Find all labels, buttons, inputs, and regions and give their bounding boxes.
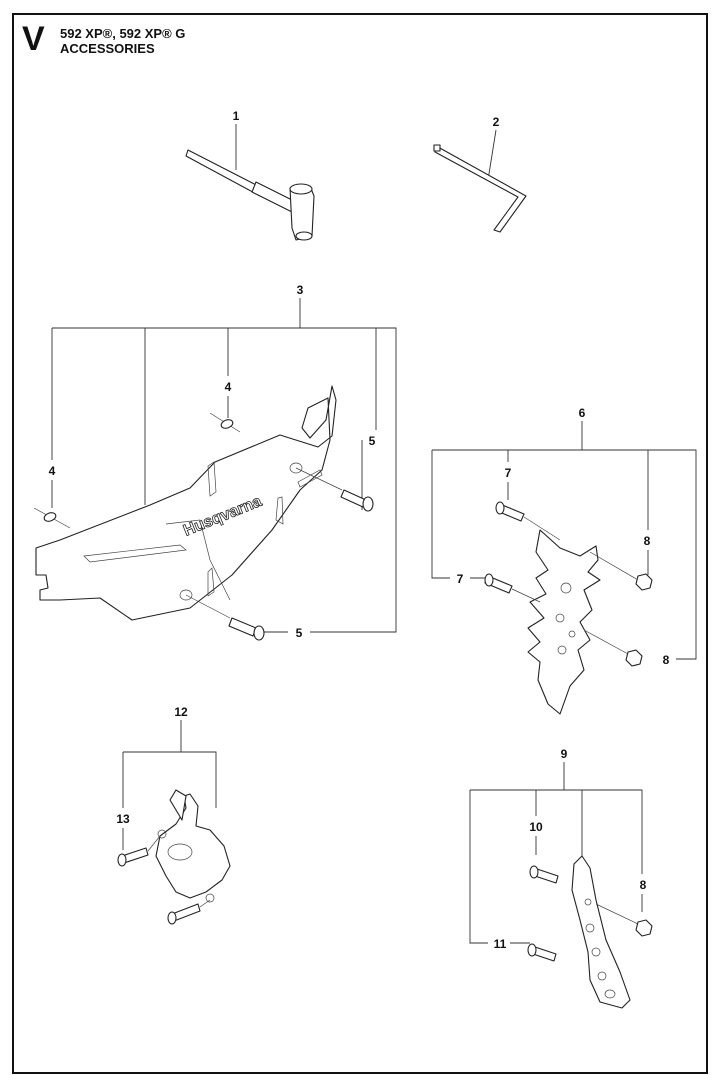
callout-4-upper: 4	[225, 380, 232, 394]
callout-1: 1	[233, 109, 240, 123]
part-13-screw-lower[interactable]	[167, 899, 211, 925]
part-5-screw-upper[interactable]	[295, 467, 374, 512]
model-line: 592 XP®, 592 XP® G	[60, 26, 186, 41]
page-border	[12, 13, 708, 1074]
callout-5-upper: 5	[369, 434, 376, 448]
part-13-screw-upper[interactable]	[117, 835, 161, 867]
part-4-o-ring-upper[interactable]	[209, 412, 241, 433]
callout-2: 2	[493, 115, 500, 129]
part-7-screw-upper[interactable]	[495, 501, 561, 541]
part-8-nut-upper[interactable]	[589, 551, 653, 591]
part-5-screw-lower[interactable]	[185, 594, 265, 641]
part-8-nut-middle[interactable]	[583, 629, 643, 667]
part-2-hex-key[interactable]	[433, 144, 527, 233]
callout-4-left: 4	[49, 464, 56, 478]
callout-9: 9	[561, 747, 568, 761]
part-6-bumper-spike[interactable]	[527, 529, 601, 715]
callout-labels: 1 2 3 4 4 5 5 6 7 7 8 8 9 10 8 11 12 13	[49, 109, 670, 951]
part-8-nut-lower[interactable]	[595, 903, 653, 937]
part-4-o-ring-left[interactable]	[33, 507, 71, 529]
section-letter: V	[22, 20, 45, 58]
callout-8-lower: 8	[640, 878, 647, 892]
callout-8-middle: 8	[663, 653, 670, 667]
part-7-screw-lower[interactable]	[484, 573, 541, 603]
callout-11: 11	[494, 937, 507, 951]
part-11-screw[interactable]	[527, 943, 557, 962]
callout-6: 6	[579, 406, 586, 420]
callout-5-lower: 5	[296, 626, 303, 640]
section-title: ACCESSORIES	[60, 41, 155, 56]
callout-10: 10	[529, 820, 543, 834]
callout-12: 12	[174, 705, 188, 719]
part-10-screw[interactable]	[529, 865, 559, 884]
callout-3: 3	[297, 283, 304, 297]
leader-lines	[51, 124, 697, 944]
callout-8-upper: 8	[644, 534, 651, 548]
part-12-guard[interactable]	[155, 789, 231, 903]
part-1-combination-wrench[interactable]	[185, 149, 315, 241]
part-3-bar-cover[interactable]: Husqvarna	[35, 385, 337, 621]
part-9-spike-plate[interactable]	[571, 855, 631, 1009]
callout-7-lower: 7	[457, 572, 464, 586]
callout-13: 13	[116, 812, 130, 826]
callout-7-upper: 7	[505, 466, 512, 480]
